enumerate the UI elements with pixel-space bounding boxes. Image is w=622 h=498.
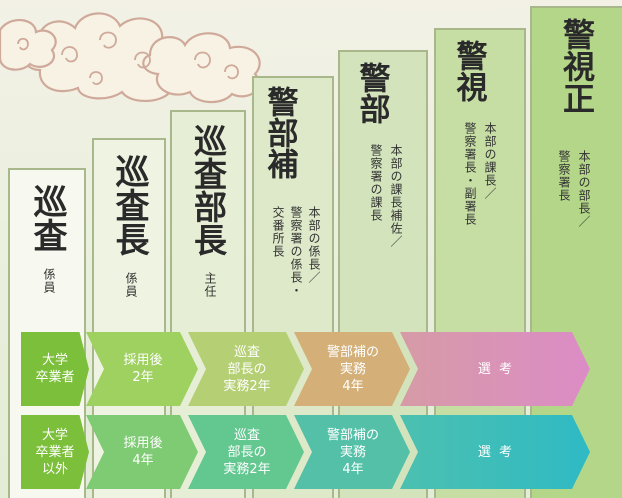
rank-description: 警察署の係長・	[289, 206, 303, 297]
rank-description: 警察署の課長	[369, 144, 383, 222]
rank-description: 本部の課長補佐／	[389, 144, 403, 248]
step-sergeant-experience: 巡査 部長の 実務2年	[188, 415, 304, 489]
rank-description: 警察署長	[557, 150, 571, 202]
rank-description: 係員	[42, 268, 56, 294]
cloud-decoration	[0, 12, 261, 104]
rank-description: 交番所長	[271, 206, 285, 258]
step-years-after-hire: 採用後 2年	[86, 332, 198, 406]
rank-title: 警視	[450, 40, 487, 102]
step-inspector-assistant-experience: 警部補の 実務 4年	[294, 415, 410, 489]
rank-description: 係員	[124, 272, 138, 298]
step-years-after-hire: 採用後 4年	[86, 415, 198, 489]
rank-description: 警察署長・副署長	[463, 122, 477, 226]
rank-title: 警部	[353, 62, 390, 124]
rank-title: 警視正	[558, 18, 596, 114]
step-selection: 選 考	[400, 415, 590, 489]
step-selection: 選 考	[400, 332, 590, 406]
rank-description: 本部の部長／	[577, 150, 591, 228]
step-inspector-assistant-experience: 警部補の 実務 4年	[294, 332, 410, 406]
step-sergeant-experience: 巡査 部長の 実務2年	[188, 332, 304, 406]
row-label-university-graduates: 大学 卒業者	[21, 332, 89, 406]
rank-title: 巡査	[27, 184, 67, 252]
rank-description: 主任	[203, 272, 217, 298]
rank-title: 警部補	[261, 86, 298, 179]
rank-description: 本部の課長／	[483, 122, 497, 200]
row-label-non-university-graduates: 大学 卒業者 以外	[21, 415, 89, 489]
rank-title: 巡査長	[109, 154, 149, 256]
rank-description: 本部の係長／	[307, 206, 321, 284]
rank-title: 巡査部長	[188, 124, 228, 256]
